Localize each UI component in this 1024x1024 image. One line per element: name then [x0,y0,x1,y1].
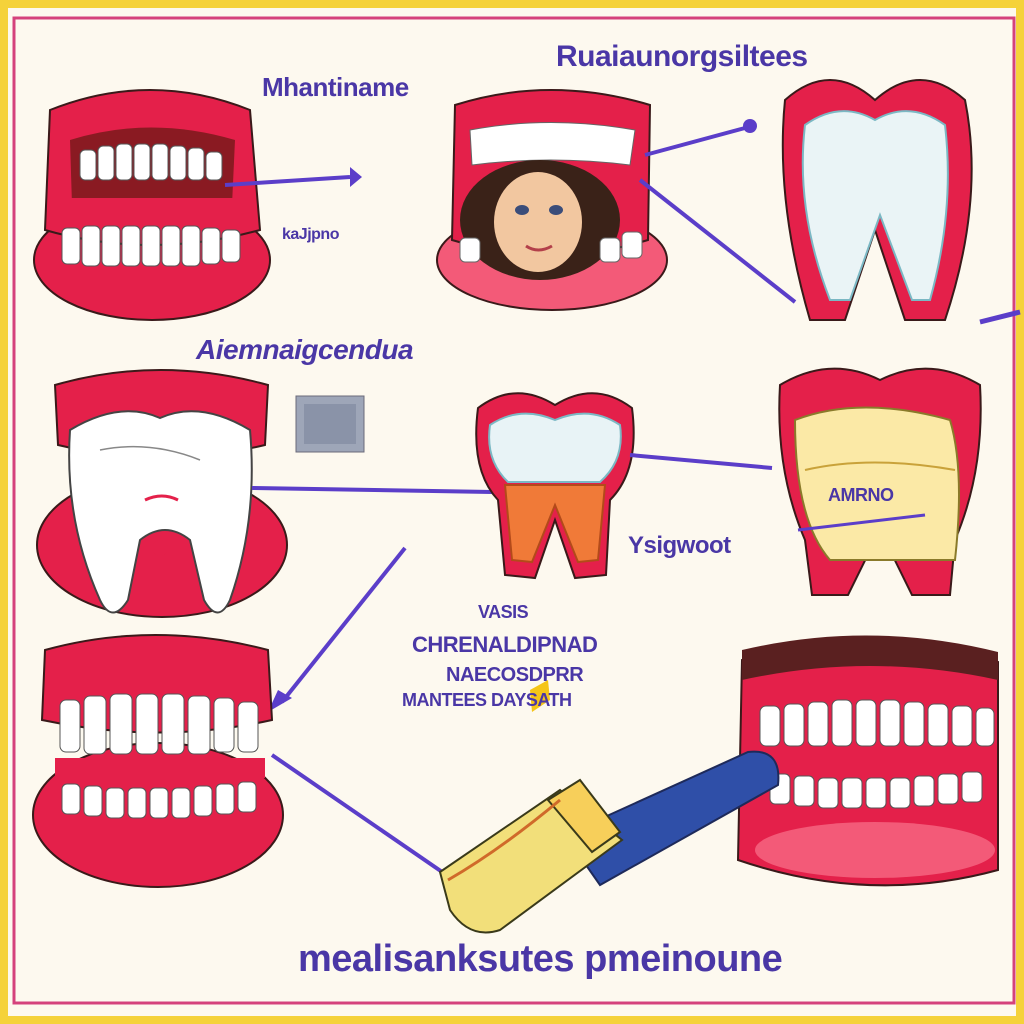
label-top-right: Ruaiaunorgsiltees [556,40,808,73]
molar-in-gums [36,369,288,618]
label-box-text: AMRNO [828,485,894,505]
label-top-left: Mhantiname [262,72,409,102]
label-footer: mealisanksutes pmeinoune [298,938,783,980]
tooth-cross-section [781,79,973,321]
edge-arrow [979,309,1021,325]
orange-tooth [475,392,635,580]
pointer-lines [638,119,797,304]
pointer-line-bottom [270,753,450,878]
label-center-line2: NAECOSDPRR [446,664,584,686]
pointer-arrow [224,167,362,187]
teeth-row-bottom-right [736,635,999,887]
pointer-line-mid [251,486,493,494]
full-teeth-set [32,634,284,888]
label-section-title: Aiemnaigcendua [196,334,414,365]
label-center-line3: MANTEES DAYSATH [402,690,572,710]
mouth-with-face [436,89,668,311]
crowned-tooth [778,367,982,596]
frame [12,16,1016,1005]
yellow-accent [530,680,550,712]
label-mid-left-small: kaJjpno [282,226,339,243]
pointer-line-right [629,453,773,470]
label-right-small: Ysigwoot [628,532,731,559]
label-center-line1: CHRENALDIPNAD [412,632,598,657]
open-mouth-top-left [33,89,271,321]
label-center-heading: VASIS [478,602,529,622]
diagonal-arrow [268,546,407,712]
gray-swatch [295,395,365,453]
toothbrush [438,750,780,934]
